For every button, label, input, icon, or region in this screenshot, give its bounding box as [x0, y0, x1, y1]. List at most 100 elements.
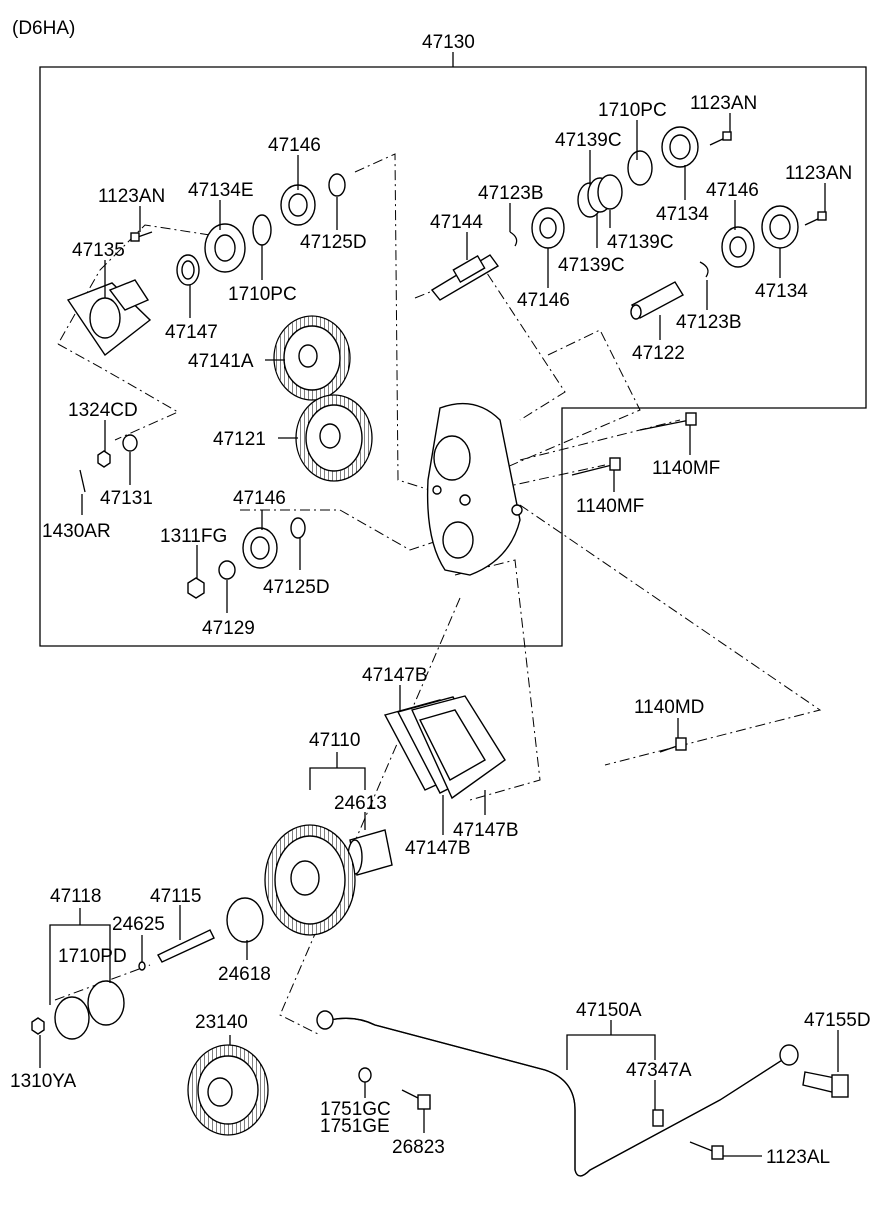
- label-1430AR: 1430AR: [42, 521, 111, 542]
- label-47147: 47147: [165, 322, 218, 343]
- engine-code: (D6HA): [12, 18, 75, 39]
- nut-1324CD[interactable]: [97, 450, 111, 468]
- label-47150A: 47150A: [576, 1000, 642, 1021]
- bearing-47146-right[interactable]: [721, 226, 755, 268]
- bolt-1140MF-upper[interactable]: [639, 412, 697, 431]
- label-47123B-b: 47123B: [676, 312, 742, 333]
- label-1123AN-a: 1123AN: [690, 93, 757, 114]
- label-47139C-c: 47139C: [558, 255, 625, 276]
- pin-1430AR[interactable]: [79, 469, 86, 493]
- label-24618: 24618: [218, 964, 271, 985]
- ring-24625[interactable]: [138, 961, 146, 971]
- label-47129: 47129: [202, 618, 255, 639]
- label-47122: 47122: [632, 343, 685, 364]
- bolt-1123AN-right[interactable]: [804, 211, 827, 226]
- bearing-47146-top[interactable]: [280, 184, 316, 226]
- gear-47141A[interactable]: [273, 315, 351, 401]
- label-47125D-a: 47125D: [300, 232, 367, 253]
- ring-47139C-3[interactable]: [597, 174, 623, 210]
- snap-ring-47123B-top[interactable]: [509, 231, 518, 247]
- gear-case[interactable]: [426, 402, 523, 576]
- flange-housing-47135[interactable]: [66, 279, 152, 357]
- o-ring-1710PC-right[interactable]: [627, 150, 653, 186]
- dash-line: [499, 329, 641, 471]
- bolt-47155D[interactable]: [802, 1071, 849, 1098]
- leader-lines: [39, 113, 839, 1157]
- label-1710PD: 1710PD: [58, 946, 127, 967]
- label-47147B-c: 47147B: [405, 838, 471, 859]
- shaft-47144[interactable]: [430, 254, 500, 301]
- oil-seal-47147[interactable]: [176, 254, 200, 286]
- nut-1311FG[interactable]: [187, 577, 205, 599]
- gasket-47147B[interactable]: [383, 695, 506, 800]
- shaft-47122[interactable]: [630, 281, 684, 320]
- label-1751GC: 1751GC: [320, 1099, 391, 1120]
- bolt-1140MF-lower[interactable]: [571, 457, 621, 476]
- nut-1310YA[interactable]: [31, 1017, 45, 1035]
- bolt-1123AN-left[interactable]: [130, 231, 153, 242]
- dash-line: [240, 509, 441, 551]
- label-47134-b: 47134: [755, 281, 808, 302]
- o-ring-1710PC-left[interactable]: [252, 214, 272, 246]
- bearing-cover-47134E[interactable]: [204, 223, 246, 273]
- dash-line: [354, 153, 431, 491]
- oil-pipe-47150A[interactable]: [316, 1010, 799, 1177]
- dash-line: [519, 419, 681, 461]
- label-1140MF-a: 1140MF: [652, 458, 720, 479]
- label-47347A: 47347A: [626, 1060, 692, 1081]
- gear-47110[interactable]: [264, 824, 356, 936]
- label-24613: 24613: [334, 793, 387, 814]
- washer-1751GC[interactable]: [358, 1067, 372, 1083]
- label-1310YA: 1310YA: [10, 1071, 77, 1092]
- bearing-47146-mid[interactable]: [531, 207, 565, 249]
- label-47123B-a: 47123B: [478, 183, 544, 204]
- spacer-47125D-bottom[interactable]: [290, 517, 306, 539]
- label-47141A: 47141A: [188, 351, 254, 372]
- label-47146-a: 47146: [268, 135, 321, 156]
- dash-line: [519, 504, 822, 766]
- label-47144: 47144: [430, 212, 483, 233]
- bolt-1140MD[interactable]: [659, 737, 687, 753]
- label-47130: 47130: [422, 32, 475, 53]
- dash-line: [499, 464, 606, 489]
- washer-47131[interactable]: [122, 434, 138, 452]
- bolt-1123AN-top[interactable]: [709, 131, 732, 146]
- label-1324CD: 1324CD: [68, 400, 138, 421]
- label-1140MD: 1140MD: [634, 697, 704, 718]
- dash-line: [279, 597, 461, 1036]
- snap-ring-47123B-lower[interactable]: [699, 261, 709, 278]
- label-47125D-b: 47125D: [263, 577, 330, 598]
- part-labels: 47130 1710PC 1123AN 47146 47139C 1123AN …: [10, 32, 871, 1168]
- o-ring-1710PD[interactable]: [87, 980, 125, 1026]
- bearing-cover-47134-right[interactable]: [761, 205, 799, 249]
- label-1123AN-b: 1123AN: [785, 163, 852, 184]
- spacer-47125D-top[interactable]: [328, 173, 346, 197]
- shaft-47115[interactable]: [157, 929, 215, 963]
- bolt-1123AL[interactable]: [689, 1141, 724, 1160]
- bearing-cover-47134-top[interactable]: [661, 126, 699, 168]
- label-47139C-a: 47139C: [555, 130, 622, 151]
- label-26823: 26823: [392, 1137, 445, 1158]
- gear-23140[interactable]: [187, 1044, 269, 1136]
- clip-47347A[interactable]: [652, 1109, 664, 1127]
- label-47155D: 47155D: [804, 1010, 871, 1031]
- label-47139C-b: 47139C: [607, 232, 674, 253]
- cover-47118[interactable]: [54, 996, 90, 1040]
- dash-line: [54, 964, 151, 1001]
- bolt-26823[interactable]: [401, 1089, 431, 1110]
- label-1710PC-a: 1710PC: [598, 100, 667, 121]
- dash-line: [414, 269, 566, 421]
- label-1311FG: 1311FG: [160, 526, 227, 547]
- label-47146-c: 47146: [517, 290, 570, 311]
- bearing-47146-bottom[interactable]: [242, 527, 278, 569]
- plate-24618[interactable]: [226, 897, 264, 943]
- label-47121: 47121: [213, 429, 266, 450]
- label-1140MF-b: 1140MF: [576, 496, 644, 517]
- label-47146-b: 47146: [706, 180, 759, 201]
- label-47147B-a: 47147B: [362, 665, 428, 686]
- label-1123AL: 1123AL: [766, 1147, 830, 1168]
- label-47110: 47110: [309, 730, 360, 751]
- label-47134E: 47134E: [188, 180, 254, 201]
- washer-47129[interactable]: [218, 560, 236, 580]
- gear-47121[interactable]: [295, 394, 373, 482]
